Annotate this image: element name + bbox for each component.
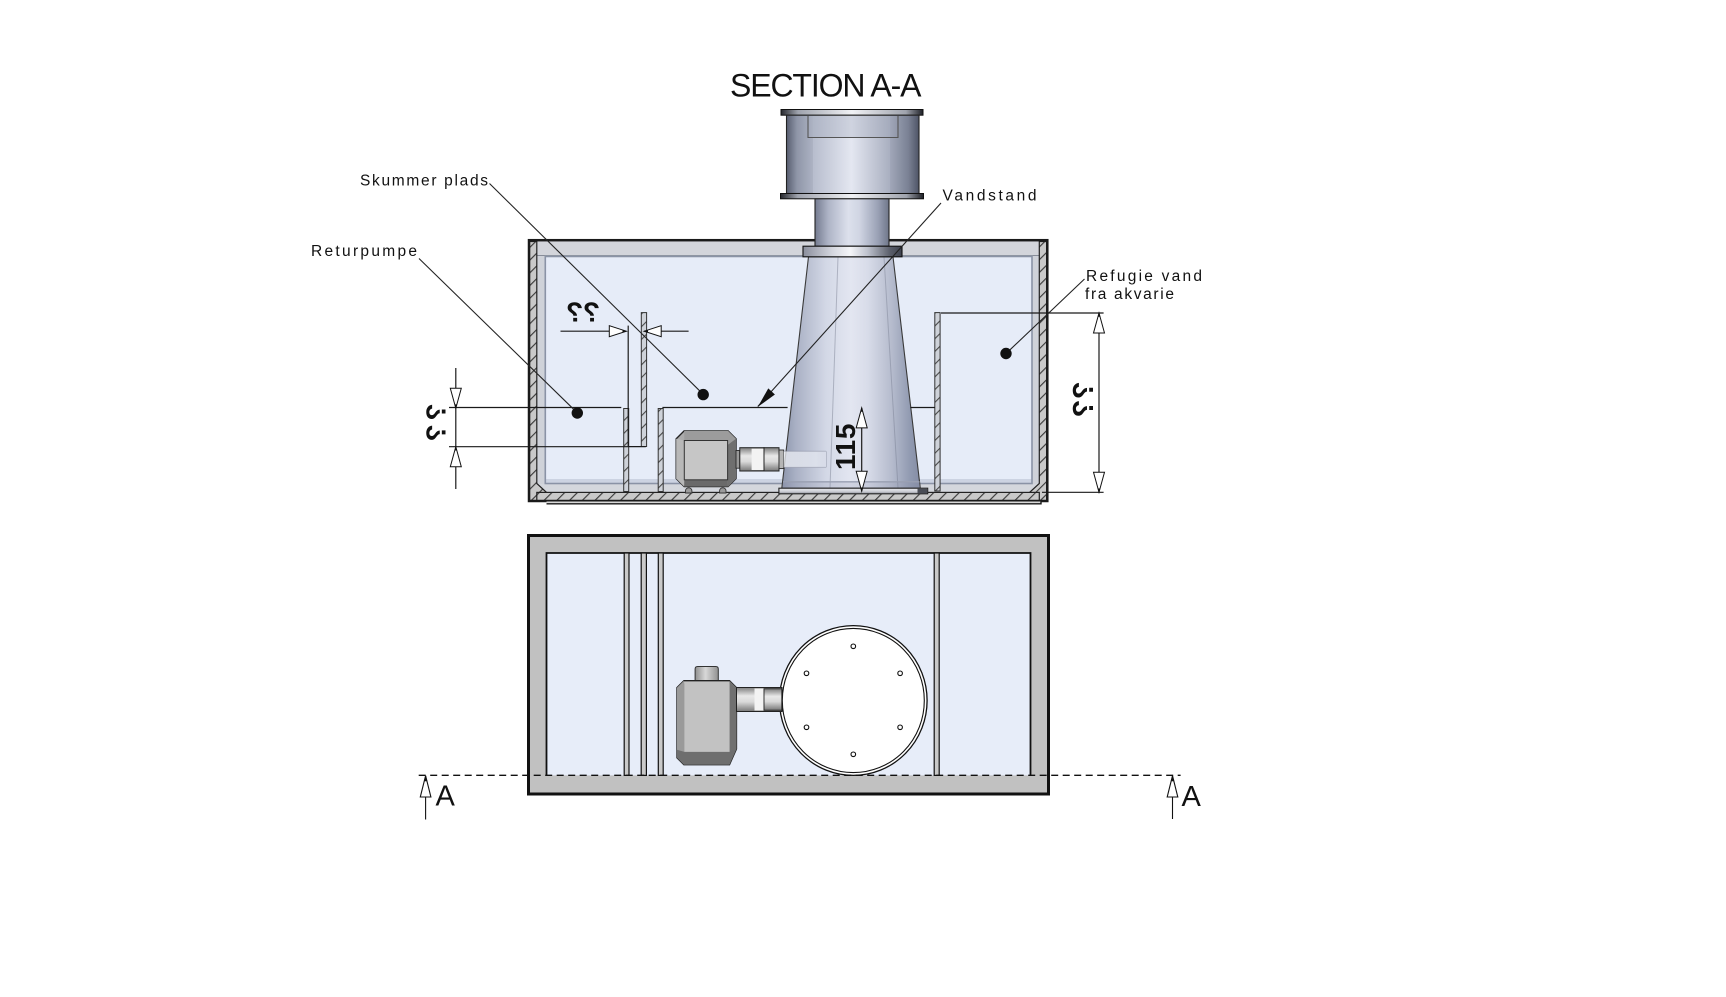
- svg-text:Returpumpe: Returpumpe: [311, 243, 417, 260]
- svg-text:Skummer plads: Skummer plads: [360, 173, 488, 190]
- svg-text:A: A: [436, 781, 456, 813]
- svg-text:115: 115: [830, 424, 861, 471]
- svg-text:Refugie vand: Refugie vand: [1086, 268, 1202, 285]
- svg-text:? ?: ? ?: [566, 297, 600, 328]
- svg-text:? ?: ? ?: [421, 404, 452, 442]
- svg-text:SECTION A-A: SECTION A-A: [730, 68, 922, 104]
- svg-text:fra akvarie: fra akvarie: [1085, 286, 1174, 303]
- svg-text:? ?: ? ?: [1068, 382, 1100, 418]
- svg-text:A: A: [1182, 781, 1202, 813]
- svg-text:Vandstand: Vandstand: [943, 188, 1037, 205]
